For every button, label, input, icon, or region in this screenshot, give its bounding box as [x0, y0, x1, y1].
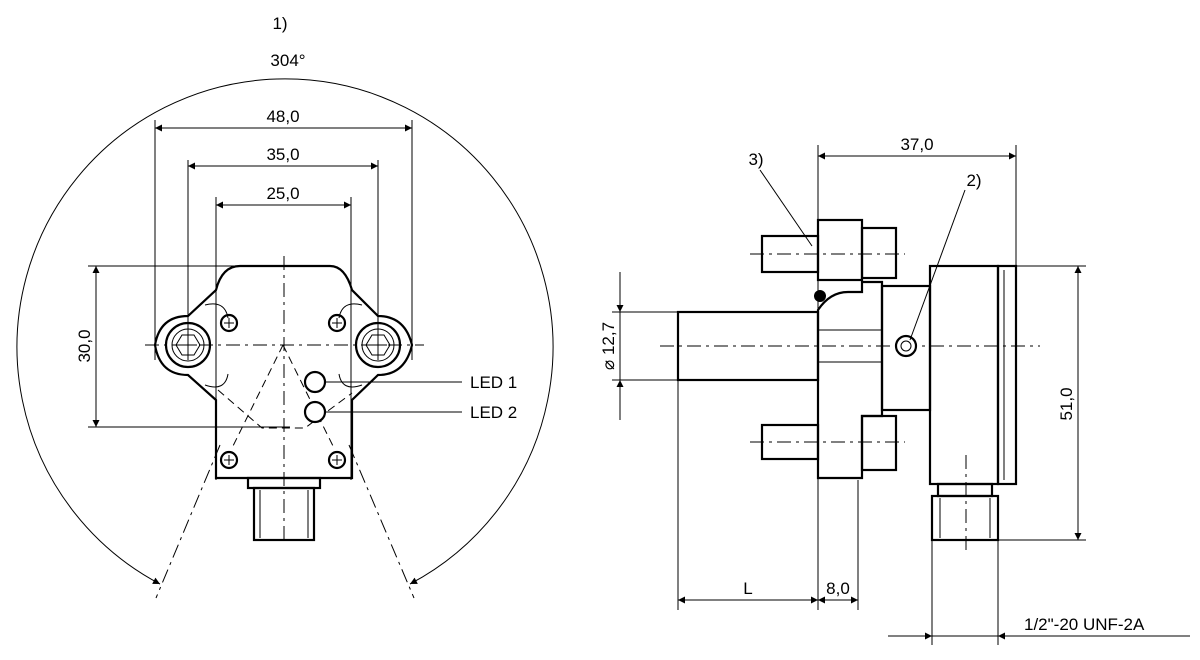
dim-label-35: 35,0 [266, 145, 299, 164]
mounting-flange [153, 264, 414, 480]
note-2-marker: 2) [966, 171, 981, 190]
rotation-limit-left [155, 444, 221, 599]
dim-label-30: 30,0 [75, 329, 94, 362]
dim-label-25: 25,0 [266, 184, 299, 203]
sensor-body [928, 264, 1000, 486]
screw-bottom-left [219, 450, 239, 470]
upper-bolt [750, 218, 905, 282]
dim-label-shaft-diameter: ⌀ 12,7 [599, 322, 618, 370]
dim-label-L: L [743, 579, 752, 598]
dim-label-37: 37,0 [900, 135, 933, 154]
dim-label-51: 51,0 [1057, 387, 1076, 420]
dim-label-8: 8,0 [826, 579, 850, 598]
front-view: 48,0 35,0 25,0 30,0 [16, 14, 554, 599]
dim-label-48: 48,0 [266, 107, 299, 126]
rotation-arc [16, 78, 554, 585]
note-1-marker: 1) [272, 14, 287, 33]
set-screw [814, 290, 826, 302]
front-connector [246, 476, 322, 542]
screw-top-right [327, 313, 347, 333]
led-1-indicator [303, 370, 327, 394]
led-2-label: LED 2 [470, 403, 517, 422]
fixing-screw [894, 334, 918, 358]
connector-thread-label: 1/2"-20 UNF-2A [1024, 615, 1145, 634]
screw-top-left [219, 313, 239, 333]
rotation-angle-label: 304° [270, 51, 305, 70]
flange-body [816, 280, 884, 480]
side-view: 37,0 ⌀ 12,7 51,0 L 8,0 1/2"-20 UNF-2A [599, 135, 1190, 645]
screw-bottom-right [327, 450, 347, 470]
note-3-marker: 3) [748, 150, 763, 169]
led-2-indicator [303, 400, 327, 424]
lower-bolt [750, 414, 905, 472]
side-connector [930, 455, 1000, 555]
led-1-label: LED 1 [470, 373, 517, 392]
rotation-limit-right [348, 444, 415, 599]
